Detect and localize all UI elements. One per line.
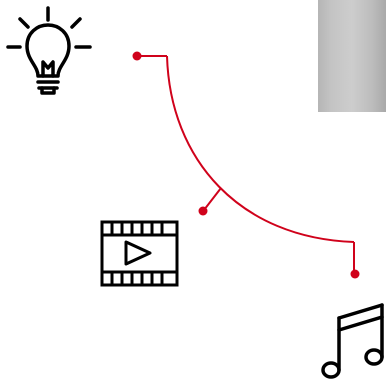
lightbulb-icon xyxy=(8,8,90,93)
connector-lines xyxy=(137,56,354,272)
connector-dots xyxy=(133,52,360,279)
video-player-icon xyxy=(102,222,177,285)
music-note-icon xyxy=(323,305,382,377)
